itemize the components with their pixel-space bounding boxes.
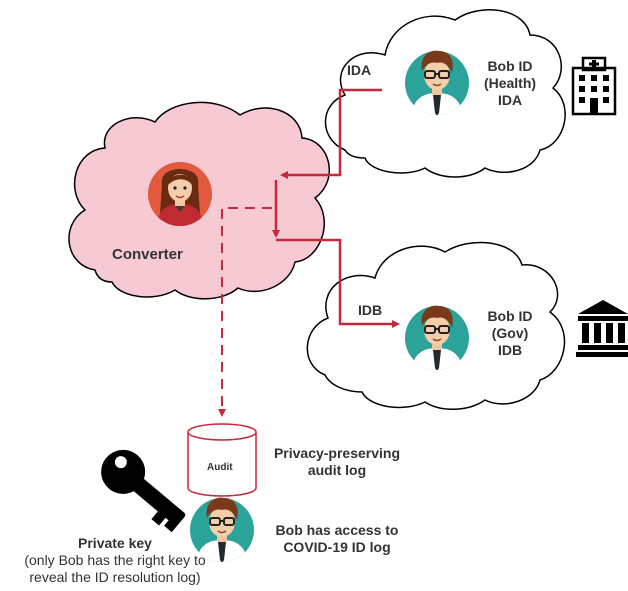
key-icon	[101, 449, 186, 533]
private-key-caption: Private key (only Bob has the right key …	[0, 535, 230, 586]
audit-dashed-arrow	[218, 207, 272, 417]
converter-label: Converter	[112, 246, 183, 263]
bob-id-gov-line-2: (Gov)	[491, 325, 529, 341]
bob-access-line-1: Bob has access to	[275, 522, 399, 538]
ida-label: IDA	[347, 62, 372, 78]
bob-id-health-line-1: Bob ID	[487, 58, 533, 74]
audit-caption: Privacy-preserving audit log	[262, 445, 412, 479]
bob-id-gov-line-3: IDB	[497, 342, 523, 358]
bob-access-line-2: COVID-19 ID log	[283, 539, 391, 555]
bob-id-health-line-2: (Health)	[483, 75, 537, 91]
converter-to-idb-arrow	[276, 238, 400, 328]
audit-caption-line-1: Privacy-preserving	[273, 445, 401, 461]
bob-access-caption: Bob has access to COVID-19 ID log	[262, 522, 412, 556]
bob-id-health-label: Bob ID (Health) IDA	[470, 58, 550, 109]
bob-id-gov-label: Bob ID (Gov) IDB	[470, 308, 550, 359]
bob-id-gov-line-1: Bob ID	[487, 308, 533, 324]
audit-caption-line-2: audit log	[307, 462, 367, 478]
private-key-title: Private key	[78, 535, 152, 551]
audit-database	[187, 423, 257, 497]
private-key-note-line-2: reveal the ID resolution log)	[29, 569, 201, 585]
government-building-icon	[576, 300, 628, 357]
bob-id-health-line-3: IDA	[497, 92, 523, 108]
private-key-note-line-1: (only Bob has the right key to	[24, 552, 206, 568]
flow-arrows	[272, 88, 400, 328]
idb-label: IDB	[358, 302, 383, 318]
hospital-icon	[571, 56, 617, 116]
audit-db-label: Audit	[207, 462, 233, 473]
ida-to-converter-arrow	[280, 88, 382, 179]
